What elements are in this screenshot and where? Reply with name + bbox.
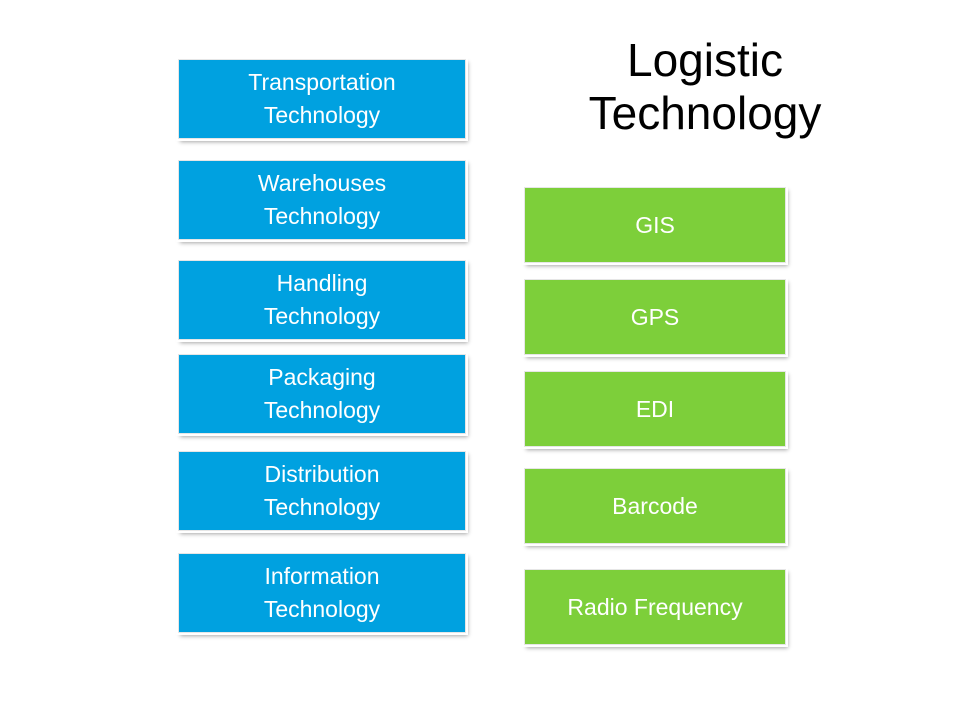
category-box-warehouses: Warehouses Technology [178, 160, 466, 240]
category-line-1: Packaging [268, 364, 376, 390]
category-line-2: Technology [263, 102, 381, 128]
category-line-2: Technology [263, 494, 381, 520]
technology-label: EDI [635, 395, 675, 422]
technology-label: Barcode [612, 492, 698, 519]
technology-box-edi: EDI [524, 371, 786, 447]
category-line-2: Technology [263, 397, 381, 423]
category-line-1: Warehouses [257, 170, 387, 196]
category-box-transportation: Transportation Technology [178, 59, 466, 139]
category-line-1: Handling [276, 270, 368, 296]
technology-label: GPS [630, 303, 680, 330]
category-line-2: Technology [263, 203, 381, 229]
category-box-handling: Handling Technology [178, 260, 466, 340]
category-line-1: Distribution [264, 461, 380, 487]
technology-label: GIS [635, 211, 675, 238]
category-box-information: Information Technology [178, 553, 466, 633]
category-line-1: Information [264, 563, 380, 589]
technology-box-radio-frequency: Radio Frequency [524, 569, 786, 645]
technology-box-barcode: Barcode [524, 468, 786, 544]
diagram-title: Logistic Technology [560, 34, 850, 140]
technology-label: Radio Frequency [567, 593, 743, 620]
category-box-distribution: Distribution Technology [178, 451, 466, 531]
technology-box-gis: GIS [524, 187, 786, 263]
title-line-1: Logistic [627, 34, 783, 86]
category-line-1: Transportation [248, 69, 396, 95]
category-box-packaging: Packaging Technology [178, 354, 466, 434]
technology-box-gps: GPS [524, 279, 786, 355]
category-line-2: Technology [263, 303, 381, 329]
title-line-2: Technology [588, 87, 822, 139]
category-line-2: Technology [263, 596, 381, 622]
